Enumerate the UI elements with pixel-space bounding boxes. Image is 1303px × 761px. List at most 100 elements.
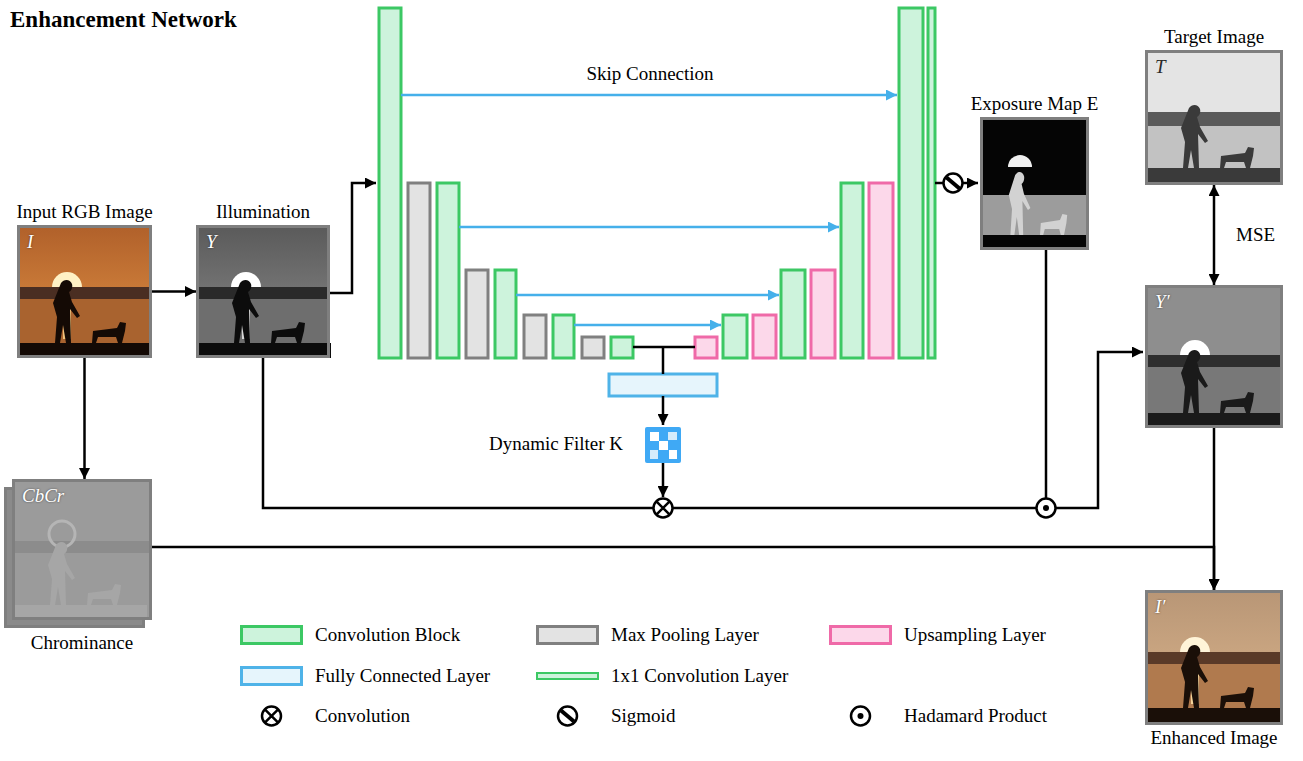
legend-entry: Fully Connected Layer (240, 664, 490, 686)
max-pooling-layer (466, 270, 488, 358)
upsampling-layer (869, 183, 893, 358)
convolution-block (495, 270, 516, 358)
sigmoid-symbol (536, 705, 599, 727)
legend-swatch (240, 625, 303, 645)
filter-cell (659, 441, 668, 450)
legend-swatch (536, 625, 599, 645)
wire (1056, 352, 1143, 508)
filter-label: Dynamic Filter K (485, 430, 634, 460)
operator-circle (944, 174, 963, 193)
legend-entry: Upsampling Layer (829, 623, 1046, 645)
skip-arrow (459, 226, 839, 229)
max-pooling-layer (582, 337, 604, 358)
sky (1145, 285, 1283, 428)
pointwise-convolution (928, 8, 935, 358)
image-symbol: T (1155, 56, 1166, 78)
water (980, 195, 1089, 235)
node-label: Dynamic Filter K (485, 430, 627, 458)
silhouette (980, 172, 1088, 250)
convolution-block (611, 337, 633, 358)
illumination-photo (196, 225, 331, 358)
operator-circle (654, 499, 673, 518)
image-symbol: Y (206, 231, 217, 253)
pooling-layers (408, 183, 604, 358)
operator-circle (558, 707, 577, 726)
horizon (196, 287, 330, 299)
legend-entry: Hadamard Product (829, 704, 1047, 726)
horizon (12, 541, 152, 553)
convolution-block (781, 270, 805, 358)
cb-plane (12, 479, 152, 620)
water (1145, 367, 1283, 413)
operator-circle (851, 707, 870, 726)
legend-swatch (240, 666, 303, 686)
wire (963, 182, 978, 185)
upsampling-layer (695, 337, 717, 358)
image-panel: Y′ (1145, 285, 1283, 428)
convolution-blocks (379, 8, 935, 358)
legend-sample (829, 624, 892, 646)
legend-swatch (829, 625, 892, 645)
input-photo (17, 225, 152, 358)
wire (662, 463, 665, 497)
legend-entry: Convolution Block (240, 623, 460, 645)
silhouette (1145, 105, 1280, 183)
image-panel: Input RGB ImageI (17, 225, 152, 358)
hadamard-symbol (1037, 499, 1056, 518)
horizon (17, 287, 152, 299)
sky (1145, 590, 1283, 725)
max-pooling-layer (524, 315, 546, 358)
legend-label: Hadamard Product (904, 705, 1047, 726)
plane (980, 117, 1089, 250)
image-caption: Enhanced Image (1150, 727, 1277, 749)
legend-swatch-thin (536, 672, 599, 680)
connector-arrow (152, 547, 1214, 590)
filter-cell (669, 450, 677, 459)
operator-mark (947, 178, 960, 189)
edge-label: MSE (1234, 224, 1277, 246)
wires (263, 183, 1143, 508)
convolution-block (379, 8, 401, 358)
image-caption: Illumination (216, 201, 310, 223)
filter-cell (668, 432, 677, 440)
exposure-photo (980, 117, 1089, 250)
upsampling-layers (695, 183, 893, 358)
skip-arrow (401, 94, 897, 97)
operator-mark (1043, 505, 1049, 511)
output-luma-photo (1145, 285, 1283, 428)
legend-label: Fully Connected Layer (315, 665, 490, 686)
convolution-block (723, 315, 747, 358)
image-panel: I′Enhanced Image (1145, 590, 1283, 725)
legend-entry: Max Pooling Layer (536, 623, 759, 645)
operator-circle (262, 707, 281, 726)
image-caption: Target Image (1164, 26, 1264, 48)
convolution-block (899, 8, 923, 358)
horizon (1145, 652, 1283, 664)
water (17, 299, 152, 343)
sky (1145, 50, 1283, 185)
skip-arrow (516, 294, 779, 297)
water (196, 299, 330, 343)
sky (17, 225, 152, 358)
silhouette (196, 280, 331, 358)
image-panel: Exposure Map E (980, 117, 1089, 250)
image-caption: Input RGB Image (16, 201, 152, 223)
legend-sample (240, 665, 303, 687)
skip-connections (401, 95, 897, 325)
enhanced-photo (1145, 590, 1283, 725)
silhouette (1145, 350, 1280, 428)
wire (330, 183, 376, 293)
operator-circle (1037, 499, 1056, 518)
legend-sample (536, 665, 599, 687)
image-symbol: CbCr (22, 485, 64, 507)
legend-label: Max Pooling Layer (611, 624, 759, 645)
image-panel: IlluminationY (196, 225, 330, 358)
target-photo (1145, 50, 1283, 185)
connector-arrow (83, 358, 86, 479)
fully-connected-layer (609, 374, 717, 396)
convolution-block (553, 315, 574, 358)
